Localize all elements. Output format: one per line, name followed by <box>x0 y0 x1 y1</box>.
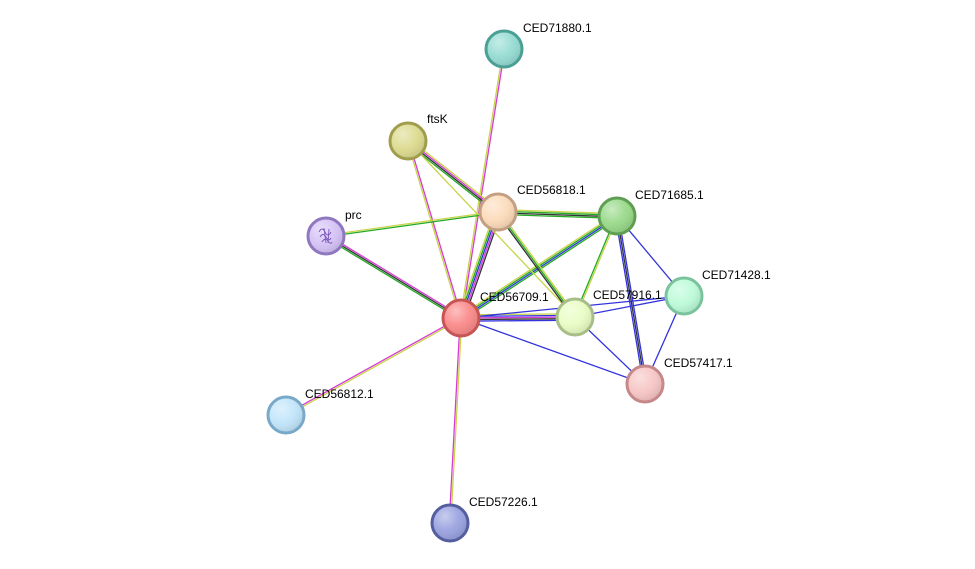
node-highlight <box>487 32 521 66</box>
edge-evidence-line <box>497 211 576 318</box>
edge-prc-ced56818-1[interactable] <box>325 210 499 238</box>
edge-ced56818-1-ced71685-1[interactable] <box>497 208 618 220</box>
edge-ced56709-1-prc[interactable] <box>324 233 463 321</box>
node-label-ced71880-1: CED71880.1 <box>523 21 592 35</box>
labels-layer: CED56709.1 CED71880.1 ftsK CED56818.1 CED716… <box>305 21 771 509</box>
edge-evidence-line <box>616 215 646 385</box>
edge-evidence-line <box>406 140 461 319</box>
edge-evidence-line <box>459 213 617 317</box>
edge-ced56709-1-ced56812-1[interactable] <box>284 316 463 417</box>
edge-evidence-line <box>617 215 648 385</box>
edge-evidence-line <box>459 48 504 319</box>
node-label-prc: prc <box>345 208 362 222</box>
node-label-ced56818-1: CED56818.1 <box>517 183 586 197</box>
edge-evidence-line <box>614 215 645 385</box>
edge-evidence-line <box>284 316 462 415</box>
node-ced71685-1[interactable] <box>597 196 637 236</box>
edge-evidence-line <box>460 317 646 385</box>
node-highlight <box>558 300 592 334</box>
edges-layer <box>284 48 685 524</box>
nodes-layer <box>266 29 704 543</box>
protein-structure-icon <box>318 227 333 244</box>
node-highlight <box>628 367 662 401</box>
node-ced71880-1[interactable] <box>484 29 524 69</box>
edge-evidence-line <box>408 140 463 319</box>
node-ced56818-1[interactable] <box>478 192 518 232</box>
edge-evidence-line <box>285 318 463 417</box>
edge-evidence-line <box>448 317 461 524</box>
node-highlight <box>481 195 515 229</box>
node-label-ced71685-1: CED71685.1 <box>635 188 704 202</box>
node-highlight <box>433 506 467 540</box>
node-highlight <box>309 219 343 253</box>
node-label-ced71428-1: CED71428.1 <box>702 268 771 282</box>
edge-evidence-line <box>325 212 499 238</box>
node-ced71428-1[interactable] <box>664 276 704 316</box>
node-highlight <box>391 124 425 158</box>
edge-evidence-line <box>497 213 618 220</box>
node-prc[interactable] <box>306 216 346 256</box>
edge-ced56709-1-ced57417-1[interactable] <box>460 317 646 385</box>
edge-evidence-line <box>498 210 577 317</box>
edge-ced56709-1-ftsk[interactable] <box>406 140 463 319</box>
node-ced56812-1[interactable] <box>266 395 306 435</box>
node-ced57916-1[interactable] <box>555 297 595 337</box>
edge-evidence-line <box>497 210 618 216</box>
edge-ced56709-1-ced57226-1[interactable] <box>448 317 463 524</box>
edge-evidence-line <box>325 210 499 236</box>
edge-evidence-line <box>497 212 618 218</box>
node-highlight <box>444 301 478 335</box>
edge-evidence-line <box>461 48 506 319</box>
edge-ced56709-1-ced71880-1[interactable] <box>459 48 506 319</box>
node-label-ced57916-1: CED57916.1 <box>593 288 662 302</box>
node-label-ced56812-1: CED56812.1 <box>305 387 374 401</box>
edge-evidence-line <box>324 236 461 321</box>
edge-evidence-line <box>496 212 575 319</box>
node-ced57417-1[interactable] <box>625 364 665 404</box>
edge-evidence-line <box>497 208 618 215</box>
node-label-ced57226-1: CED57226.1 <box>469 495 538 509</box>
node-ced56709-1[interactable] <box>441 298 481 338</box>
edge-evidence-line <box>450 317 463 524</box>
edge-ced56818-1-ced57916-1[interactable] <box>496 210 577 319</box>
edge-evidence-line <box>325 235 462 319</box>
node-highlight <box>600 199 634 233</box>
edge-ced71685-1-ced57417-1[interactable] <box>614 215 648 385</box>
node-label-ced56709-1: CED56709.1 <box>480 290 549 304</box>
node-highlight <box>269 398 303 432</box>
node-ftsk[interactable] <box>388 121 428 161</box>
node-label-ftsk: ftsK <box>427 112 448 126</box>
node-ced57226-1[interactable] <box>430 503 470 543</box>
node-highlight <box>667 279 701 313</box>
edge-evidence-line <box>326 233 463 318</box>
node-label-ced57417-1: CED57417.1 <box>664 356 733 370</box>
